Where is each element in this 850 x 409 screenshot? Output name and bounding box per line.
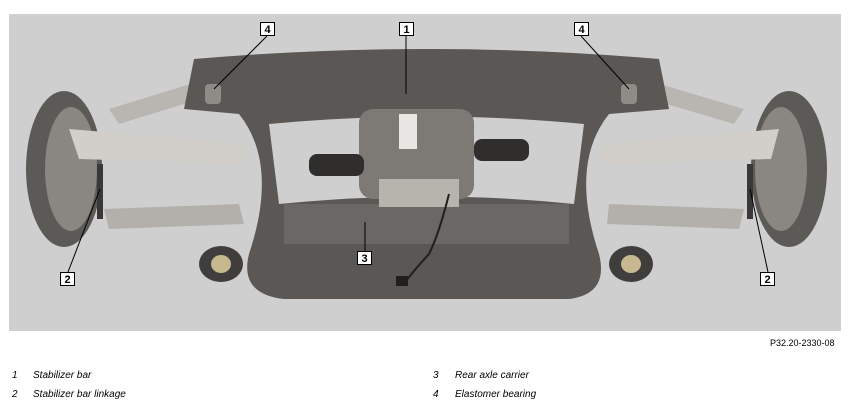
connector-plug: [396, 276, 408, 286]
driveshaft-left: [309, 154, 364, 176]
callout-4-left: 4: [260, 22, 275, 36]
callout-2-left: 2: [60, 272, 75, 286]
legend-text: Stabilizer bar linkage: [33, 389, 126, 400]
legend-text: Rear axle carrier: [455, 370, 529, 381]
driveshaft-right: [474, 139, 529, 161]
stabilizer-link-right: [747, 164, 753, 219]
legend-number: 2: [12, 389, 18, 400]
rear-differential: [359, 109, 474, 199]
rear-axle-photo: [9, 14, 841, 331]
callout-3: 3: [357, 251, 372, 265]
elastomer-bearing-left: [205, 84, 221, 104]
callout-2-right: 2: [760, 272, 775, 286]
figure-reference: P32.20-2330-08: [770, 338, 835, 348]
leader-line-4-left: [213, 35, 268, 90]
legend-text: Elastomer bearing: [455, 389, 537, 400]
legend-number: 3: [433, 370, 439, 381]
callout-1: 1: [399, 22, 414, 36]
legend-text: Stabilizer bar: [33, 370, 92, 381]
legend-number: 4: [433, 389, 439, 400]
legend-number: 1: [12, 370, 18, 381]
lower-arm-left: [69, 129, 247, 164]
callout-4-right: 4: [574, 22, 589, 36]
lower-arm-right: [601, 129, 779, 164]
wiring-harness: [403, 193, 450, 285]
stabilizer-link-left: [97, 164, 103, 219]
elastomer-bearing-right: [621, 84, 637, 104]
leader-line-2-right: [749, 188, 769, 273]
leader-line-4-right: [580, 35, 630, 90]
leader-line-2-left: [67, 188, 101, 273]
